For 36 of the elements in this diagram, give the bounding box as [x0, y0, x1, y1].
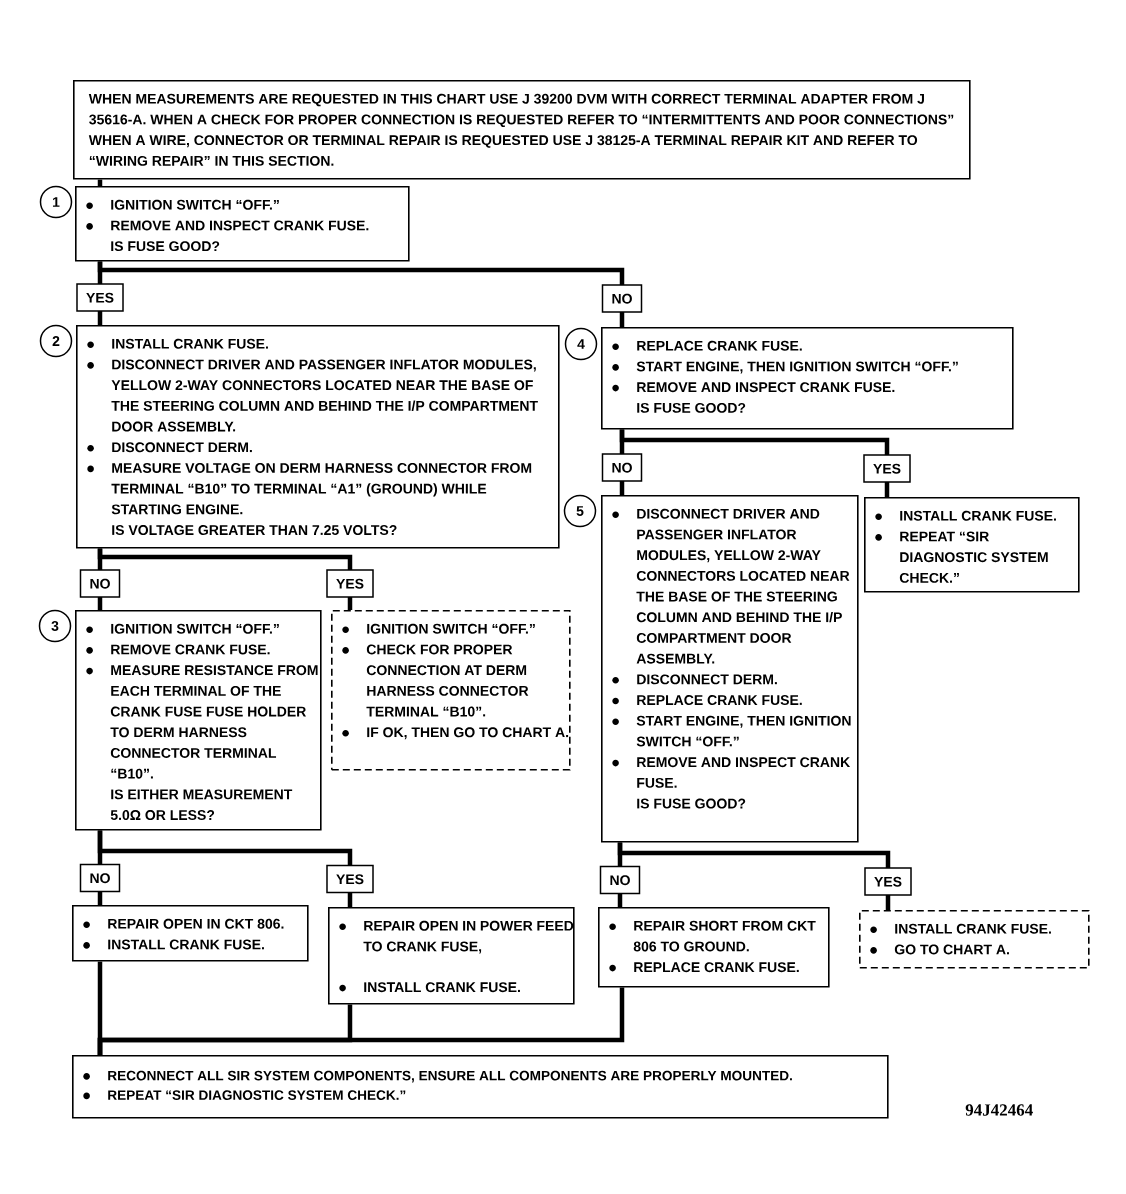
action-box: REPAIR OPEN IN CKT 806. INSTALL CRANK FUSE. [72, 905, 309, 962]
flow-line [97, 548, 353, 610]
edge-label: YES [326, 864, 374, 894]
step-box: DISCONNECT DRIVER AND PASSENGER INFLATOR MODULES, YELLOW 2-WAY CONNECTORS LOCATED NEAR THE BASE OF THE STEERING COLUMN AND BEHIND THE I/P COMPARTMENT DOOR ASSEMBLY. DISCONNECT DERM. REPLACE CRANK FUSE. START ENGINE, THEN IGNITION SWITCH “OFF.” REMOVE AND INSPECT CRANK FUSE. IS FUSE GOOD? [601, 495, 859, 843]
edge-label: NO [601, 453, 643, 482]
flow-line [617, 842, 891, 910]
edge-label: NO [601, 284, 643, 313]
flow-line [97, 261, 625, 327]
step-box: IGNITION SWITCH “OFF.” REMOVE CRANK FUSE. MEASURE RESISTANCE FROM EACH TERMINAL OF THE CRANK FUSE FUSE HOLDER TO DERM HARNESS CONNECTOR TERMINAL “B10”. IS EITHER MEASUREMENT 5.0Ω OR LESS? [75, 610, 322, 831]
note-box: WHEN MEASUREMENTS ARE REQUESTED IN THIS CHART USE J 39200 DVM WITH CORRECT TERMINAL ADAPTER FROM J 35616-A. WHEN A CHECK FOR PROPER CONNECTION IS REQUESTED REFER TO “INTERMITTENTS AND POOR CONNECTIONS” WHEN A WIRE, CONNECTOR OR TERMINAL REPAIR IS REQUESTED USE J 38125-A TERMINAL REPAIR KIT AND REFER TO “WIRING REPAIR” IN THIS SECTION. [73, 80, 971, 180]
edge-label: YES [864, 867, 912, 896]
edge-label: YES [863, 454, 911, 483]
action-box: REPAIR SHORT FROM CKT 806 TO GROUND. REPLACE CRANK FUSE. [598, 907, 830, 988]
step-box: IGNITION SWITCH “OFF.” REMOVE AND INSPECT CRANK FUSE. IS FUSE GOOD? [75, 186, 410, 262]
circled-number: 2 [39, 324, 73, 358]
step-box: REPLACE CRANK FUSE. START ENGINE, THEN IGNITION SWITCH “OFF.” REMOVE AND INSPECT CRANK FUSE. IS FUSE GOOD? [601, 327, 1014, 430]
edge-label: NO [79, 863, 121, 893]
action-box: IGNITION SWITCH “OFF.” CHECK FOR PROPER CONNECTION AT DERM HARNESS CONNECTOR TERMINAL “B10”. IF OK, THEN GO TO CHART A. [331, 610, 571, 771]
circled-number: 4 [564, 327, 598, 361]
circled-number: 1 [39, 185, 73, 219]
circled-number: 3 [38, 609, 72, 643]
flow-line [97, 987, 625, 1055]
circled-number: 5 [563, 494, 597, 528]
step-box: INSTALL CRANK FUSE. DISCONNECT DRIVER AND PASSENGER INFLATOR MODULES, YELLOW 2-WAY CONNECTORS LOCATED NEAR THE BASE OF THE STEERING COLUMN AND BEHIND THE I/P COMPARTMENT DOOR ASSEMBLY. DISCONNECT DERM. MEASURE VOLTAGE ON DERM HARNESS CONNECTOR FROM TERMINAL “B10” TO TERMINAL “A1” (GROUND) WHILE STARTING ENGINE. IS VOLTAGE GREATER THAN 7.25 VOLTS? [76, 325, 560, 549]
action-box: RECONNECT ALL SIR SYSTEM COMPONENTS, ENSURE ALL COMPONENTS ARE PROPERLY MOUNTED. REPEAT “SIR DIAGNOSTIC SYSTEM CHECK.” [72, 1055, 889, 1119]
flow-line [97, 179, 103, 186]
edge-label: YES [326, 569, 374, 598]
flow-line [619, 429, 890, 497]
edge-label: NO [79, 569, 121, 598]
figure-number: 94J42464 [965, 1104, 1033, 1116]
action-box: INSTALL CRANK FUSE. REPEAT “SIR DIAGNOSTIC SYSTEM CHECK.” [864, 497, 1080, 593]
flow-line [97, 830, 353, 907]
edge-label: NO [599, 865, 641, 895]
edge-label: YES [76, 283, 124, 312]
action-box: INSTALL CRANK FUSE. GO TO CHART A. [859, 910, 1090, 969]
action-box: REPAIR OPEN IN POWER FEED TO CRANK FUSE, INSTALL CRANK FUSE. [328, 907, 575, 1005]
